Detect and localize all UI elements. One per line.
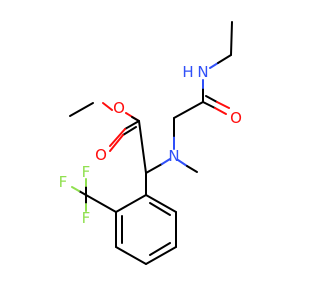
ring-bond-3 (145, 246, 177, 265)
ring-bond-1 (145, 194, 177, 213)
bond-alpha-n-b (161, 158, 171, 165)
bond-ethyl (230, 21, 233, 56)
bond-amide-c=o-1b (214, 107, 227, 115)
bond-ring-cf3 (85, 194, 117, 213)
bond-n-methyl-a (177, 159, 188, 167)
atom-h-amide: H (182, 63, 193, 81)
ring-inner-2 (149, 242, 171, 256)
bond-cf3-f-left-b (71, 186, 80, 192)
bond-ester-c=o-1 (124, 120, 140, 130)
atom-n-amine: N (168, 147, 179, 165)
bond-n-methyl-b (186, 165, 198, 173)
bond-amide-c=o-2 (205, 95, 218, 103)
bond-ome-o (102, 102, 113, 111)
bond-ch2-amidec (173, 101, 204, 119)
bond-amide-c=o-2b (216, 101, 230, 109)
bond-alpha-n (145, 163, 163, 174)
molecule-structure: O O N H N O F F F (59, 21, 242, 265)
bond-ester-c=o-2 (122, 126, 137, 136)
atom-f1: F (82, 163, 91, 181)
bond-nh-ethyl-b (217, 54, 232, 64)
ring-bond-4 (115, 246, 147, 265)
atom-o-ester-single: O (113, 99, 125, 117)
bond-cf3-f-left-a (78, 190, 87, 196)
atom-o-ester-double: O (95, 146, 107, 164)
atom-f2: F (59, 173, 68, 191)
bond-ome-methyl (69, 102, 94, 117)
bond-carbonyl-alpha (138, 120, 147, 174)
atom-o-amide: O (230, 109, 242, 127)
bonds (69, 21, 233, 265)
atom-f3: F (82, 209, 91, 227)
bond-amide-c=o-1 (202, 101, 216, 109)
ring-inner-1 (149, 202, 171, 216)
bond-ester-c=o-2b (109, 134, 124, 152)
bond-ester-c=o-1b (109, 128, 126, 147)
bond-nh-ethyl-a (209, 62, 219, 69)
atom-labels: O O N H N O F F F (59, 63, 242, 227)
bond-o-carbonyl-c (131, 116, 140, 122)
ring-bond-6 (115, 194, 147, 213)
atom-n-amide: N (197, 63, 208, 81)
